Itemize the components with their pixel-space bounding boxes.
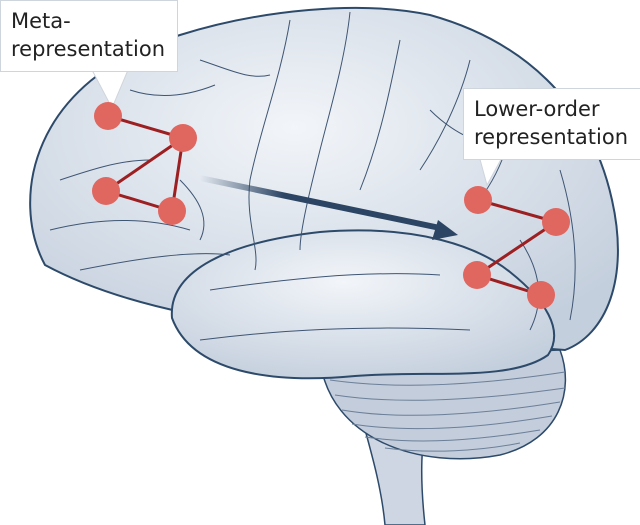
lower-order-representation-label: Lower-order representation bbox=[463, 88, 640, 160]
lower-order-node bbox=[542, 208, 570, 236]
sulci bbox=[49, 11, 576, 341]
meta-label-line2: representation bbox=[11, 37, 166, 61]
cerebellum bbox=[319, 349, 567, 460]
lower-label-line2: representation bbox=[474, 125, 629, 149]
meta-node bbox=[92, 177, 120, 205]
influence-arrow bbox=[199, 175, 458, 240]
lower-order-node bbox=[464, 186, 492, 214]
temporal-lobe bbox=[170, 229, 556, 380]
lower-order-node bbox=[463, 261, 491, 289]
meta-label-line1: Meta- bbox=[11, 9, 71, 33]
lower-label-line1: Lower-order bbox=[474, 97, 600, 121]
meta-node bbox=[158, 197, 186, 225]
meta-representation-label: Meta- representation bbox=[0, 0, 178, 72]
lower-order-node bbox=[527, 281, 555, 309]
meta-node bbox=[94, 102, 122, 130]
meta-node bbox=[169, 124, 197, 152]
